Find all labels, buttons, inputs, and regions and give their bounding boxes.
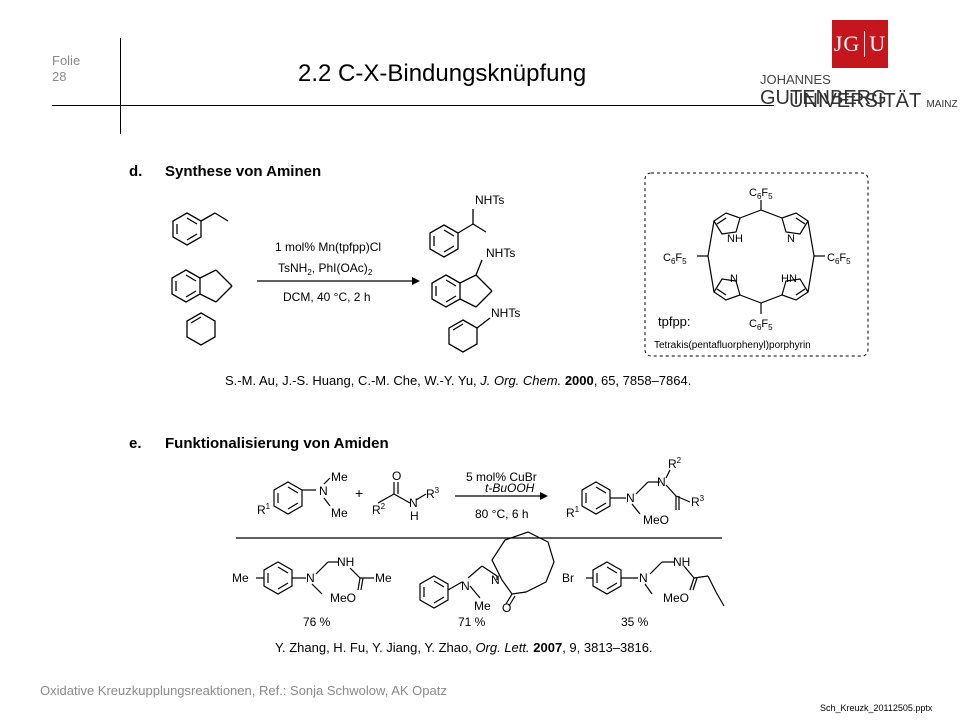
porphyrin-nh-left: NH <box>727 233 743 245</box>
porphyrin-n-left: N <box>730 273 738 285</box>
product-1-nhts: NHTs <box>475 193 504 207</box>
porphyrin-structure <box>697 200 825 314</box>
example-1-meo: MeO <box>330 591 356 605</box>
logo-line-1: JOHANNES GUTENBERG <box>760 72 960 110</box>
section-e-title: Funktionalisierung von Amiden <box>165 435 389 452</box>
example-3-meo: MeO <box>663 591 689 605</box>
yield-example-3: 35 % <box>621 615 649 629</box>
example-1-n: N <box>306 571 315 585</box>
product-meo: MeO <box>643 513 669 527</box>
r1-label-reactant: R1 <box>257 502 271 517</box>
reagent-nitrene-source: TsNH2, PhI(OAc)2 <box>278 261 373 277</box>
reference-d: S.-M. Au, J.-S. Huang, C.-M. Che, W.-Y. … <box>225 373 692 388</box>
reactant-me-bottom: Me <box>331 506 348 520</box>
logo-johannes: JOHANNES <box>760 72 831 87</box>
reactant-carbonyl-o: O <box>392 469 401 483</box>
section-d-heading: d. Synthese von Aminen <box>129 163 321 180</box>
logo-mainz: MAINZ <box>926 99 958 110</box>
example-3-br: Br <box>562 571 574 585</box>
reactant-amide-h: H <box>410 509 419 523</box>
yield-example-1: 76 % <box>303 615 331 629</box>
section-e-label: e. <box>129 435 142 452</box>
reaction-conditions-d: DCM, 40 °C, 2 h <box>283 290 371 304</box>
r2-label-product: R2 <box>668 456 682 471</box>
reactant-n: N <box>319 484 328 498</box>
meso-substituent-right: C6F5 <box>827 252 851 266</box>
product-3-ring <box>448 319 478 353</box>
reagent-catalyst: 1 mol% Mn(tpfpp)Cl <box>275 240 381 254</box>
reactant-me-top: Me <box>331 470 348 484</box>
meso-substituent-left: C6F5 <box>663 252 687 266</box>
example-2-meo: Me <box>474 599 491 613</box>
header-vertical-divider <box>120 38 121 134</box>
reactant-amide-n: N <box>409 496 418 510</box>
example-1-me-right: Me <box>375 571 392 585</box>
porphyrin-hn-right: HN <box>781 273 797 285</box>
reaction-conditions-e: 80 °C, 6 h <box>475 507 529 521</box>
folie-number: 28 <box>52 69 67 84</box>
r1-label-product: R1 <box>566 505 580 520</box>
folie-label: Folie <box>52 53 81 68</box>
section-d-label: d. <box>129 163 143 180</box>
section-d-title: Synthese von Aminen <box>165 163 322 180</box>
cyclohexene-ring <box>186 312 216 346</box>
meso-substituent-top: C6F5 <box>749 187 773 201</box>
plus-sign: + <box>355 485 363 501</box>
porphyrin-n-right: N <box>787 233 795 245</box>
reference-e: Y. Zhang, H. Fu, Y. Jiang, Y. Zhao, Org.… <box>275 640 653 655</box>
logo-universitaet: UNIVERSITÄT <box>789 90 921 112</box>
section-e-heading: e. Funktionalisierung von Amiden <box>129 435 389 452</box>
tpfpp-dashed-box <box>644 172 869 357</box>
meso-substituent-bottom: C6F5 <box>749 318 773 332</box>
example-3-nh: NH <box>673 555 690 569</box>
reaction-scheme-e-examples <box>256 531 725 609</box>
r3-label-reactant: R3 <box>426 486 440 501</box>
example-2-o: O <box>502 601 511 615</box>
example-2-n-lactam: N <box>491 573 500 587</box>
slide-number: Folie 28 <box>52 53 80 85</box>
slide-title: 2.2 C-X-Bindungsknüpfung <box>298 60 587 87</box>
logo-letters-left: JG <box>833 31 861 56</box>
file-name: Sch_Kreuzk_20112505.pptx <box>820 703 933 713</box>
r2-label-reactant: R2 <box>372 502 386 517</box>
example-1-me: Me <box>232 571 249 585</box>
slide-footer: Oxidative Kreuzkupplungsreaktionen, Ref.… <box>40 683 447 698</box>
example-1-nh: NH <box>337 555 354 569</box>
university-logo-icon: JG U <box>832 20 888 68</box>
product-3-nhts: NHTs <box>491 306 520 320</box>
catalyst-cubr: 5 mol% CuBr <box>466 470 537 484</box>
r3-label-product: R3 <box>691 494 705 509</box>
logo-gutenberg: GUTENBERG <box>760 87 887 109</box>
yield-example-2: 71 % <box>458 615 486 629</box>
reaction-scheme-e-top <box>273 469 691 515</box>
product-n: N <box>626 491 635 505</box>
header-horizontal-divider <box>52 105 774 106</box>
logo-line-2: UNIVERSITÄT MAINZ <box>789 90 958 113</box>
oxidant-tbuooh: t-BuOOH <box>485 481 535 495</box>
product-2-nhts: NHTs <box>486 246 515 260</box>
example-3-n: N <box>639 571 648 585</box>
tpfpp-label: tpfpp: <box>658 314 691 329</box>
product-amide-n: N <box>657 475 666 489</box>
logo-letters-right: U <box>869 31 887 56</box>
example-2-n-aryl: N <box>461 579 470 593</box>
tpfpp-full-name: Tetrakis(pentafluorphenyl)porphyrin <box>654 340 811 351</box>
